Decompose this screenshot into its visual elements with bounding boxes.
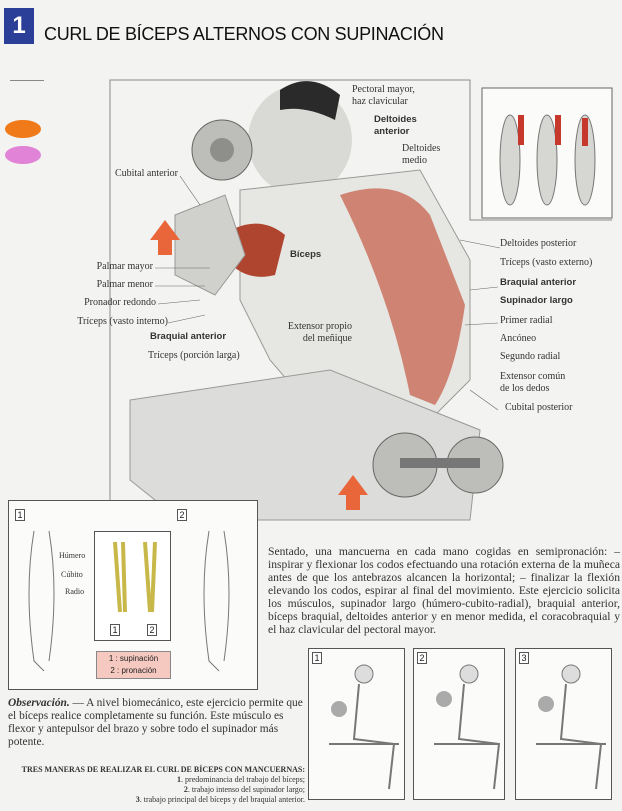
- label-deltoides-posterior: Deltoides posterior: [500, 238, 577, 249]
- label-palmar-menor: Palmar menor: [96, 279, 153, 290]
- label-anconeo: Ancóneo: [500, 333, 537, 344]
- bones-icon: [113, 541, 157, 613]
- bones-number-2: 2: [147, 624, 157, 636]
- divider: [10, 80, 44, 81]
- label-extensor-comun-2: de los dedos: [500, 383, 550, 394]
- label-braquial-anterior: Braquial anterior: [150, 331, 227, 342]
- label-triceps-vasto-externo: Tríceps (vasto externo): [500, 257, 593, 268]
- variant-number: 1: [312, 652, 322, 664]
- label-primer-radial: Primer radial: [500, 315, 553, 326]
- seated-figure-icon: [329, 664, 399, 790]
- variants-list: TRES MANERAS DE REALIZAR EL CURL DE BÍCE…: [22, 765, 305, 805]
- arrow-up-icon: [338, 475, 368, 510]
- label-pectoral-2: haz clavicular: [352, 96, 408, 107]
- variant-box-1: 1: [308, 648, 405, 800]
- label-humero: Húmero: [59, 551, 86, 560]
- arrow-up-icon: [150, 220, 180, 255]
- label-extensor-propio: Extensor propio: [287, 321, 352, 332]
- label-cubito: Cúbito: [61, 570, 83, 579]
- seated-figure-icon: [434, 664, 501, 790]
- color-key-pink: [5, 146, 41, 164]
- variants-title: TRES MANERAS DE REALIZAR EL CURL DE BÍCE…: [21, 765, 305, 774]
- label-cubital-anterior: Cubital anterior: [114, 168, 178, 179]
- variant-number: 3: [519, 652, 529, 664]
- label-triceps-vasto-interno: Tríceps (vasto interno): [77, 316, 168, 327]
- variant-item: 1. predominancia del trabajo del bíceps;: [177, 775, 305, 784]
- label-radio: Radio: [65, 587, 85, 596]
- label-triceps-porcion-larga: Tríceps (porción larga): [148, 350, 240, 361]
- legend-pronation: 2 : pronación: [110, 666, 157, 675]
- observation-title: Observación.: [8, 697, 70, 709]
- inset-number-1: 1: [15, 509, 25, 521]
- page-title: CURL DE BÍCEPS ALTERNOS CON SUPINACIÓN: [44, 24, 444, 44]
- observation: Observación. — A nivel biomecánico, este…: [8, 697, 308, 749]
- label-extensor-propio-2: del meñique: [302, 333, 352, 344]
- legend-supination: 1 : supinación: [108, 654, 159, 663]
- label-cubital-posterior: Cubital posterior: [505, 402, 573, 413]
- label-palmar-mayor: Palmar mayor: [96, 261, 153, 272]
- label-braquial-anterior-right: Braquial anterior: [500, 277, 577, 288]
- inset-number-2: 2: [177, 509, 187, 521]
- section-number: 1: [4, 8, 34, 44]
- label-pectoral: Pectoral mayor,: [352, 84, 415, 95]
- label-extensor-comun: Extensor común: [500, 371, 566, 382]
- bones-diagram: 1 2: [94, 531, 171, 641]
- seated-figure-icon: [536, 664, 606, 790]
- label-deltoides-medio-2: medio: [402, 155, 427, 166]
- label-deltoides-anterior: Deltoides: [374, 114, 417, 125]
- supination-inset: 1 2 1 2 Húmero Cúbito Radio 1 : supinaci…: [8, 500, 258, 690]
- label-deltoides-medio: Deltoides: [402, 143, 441, 154]
- exercise-description: Sentado, una mancuerna en cada mano cogi…: [268, 545, 620, 636]
- variant-box-3: 3: [515, 648, 612, 800]
- observation-text: — A nivel biomecánico, este ejercicio pe…: [8, 697, 303, 748]
- label-deltoides-anterior-2: anterior: [374, 126, 410, 137]
- label-biceps: Bíceps: [290, 249, 322, 260]
- variant-item: 3. trabajo principal del bíceps y del br…: [135, 795, 305, 804]
- athlete-figure: [129, 81, 504, 521]
- variant-item: 2. trabajo intenso del supinador largo;: [183, 785, 305, 794]
- label-supinador-largo: Supinador largo: [500, 295, 573, 306]
- supination-legend: 1 : supinación 2 : pronación: [96, 651, 171, 679]
- arm-outlines: [28, 530, 230, 672]
- label-pronador-redondo: Pronador redondo: [84, 297, 156, 308]
- variant-box-2: 2: [413, 648, 505, 800]
- label-segundo-radial: Segundo radial: [500, 351, 561, 362]
- bones-number-1: 1: [110, 624, 120, 636]
- variant-number: 2: [417, 652, 427, 664]
- color-key-orange: [5, 120, 41, 138]
